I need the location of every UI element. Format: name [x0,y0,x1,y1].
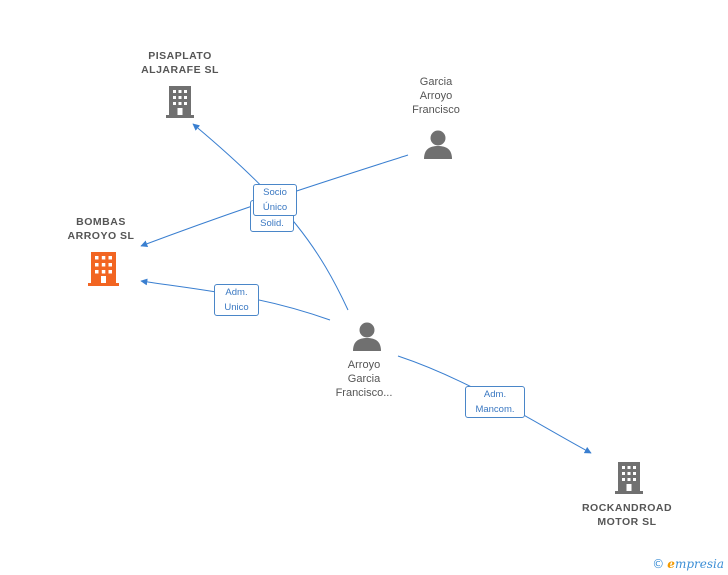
copyright-icon: © [652,557,665,571]
node-label-bombas[interactable]: BOMBAS ARROYO SL [67,216,135,242]
brand-initial: e [667,557,675,571]
edge-label-socio-unico: Socio Único [253,184,297,216]
brand-name: mpresia [674,557,724,571]
edge-arroyo-to-pisaplato [192,123,349,311]
person-icon[interactable] [424,130,452,160]
node-label-rockandroad[interactable]: ROCKANDROAD MOTOR SL [581,502,673,528]
building-icon[interactable] [166,86,194,118]
person-icon[interactable] [353,322,381,352]
edge-label-adm-mancom: Adm. Mancom. [465,386,525,418]
node-label-arroyo[interactable]: Arroyo Garcia Francisco... [335,359,393,399]
building-icon[interactable] [88,252,119,286]
node-label-pisaplato[interactable]: PISAPLATO ALJARAFE SL [141,50,219,76]
node-label-garcia[interactable]: Garcia Arroyo Francisco [412,76,460,116]
edge-label-adm-unico: Adm. Unico [214,284,259,316]
building-icon[interactable] [615,462,643,494]
brand-logo: ©empresia [652,557,724,571]
